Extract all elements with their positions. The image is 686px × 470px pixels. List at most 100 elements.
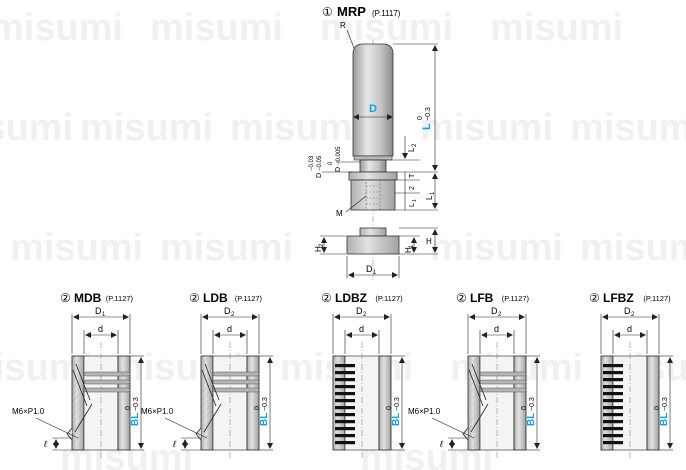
bushing-lube-passage: [74, 403, 93, 433]
bushing-bl-tol-upper: 0: [521, 406, 528, 410]
bushing-graphite-plug: [603, 413, 623, 417]
mrp-m-leader: [345, 195, 367, 213]
bushing-page-ref: (P.1127): [235, 294, 263, 303]
bushing-oil-groove: [479, 371, 527, 377]
bushing-lube-channel: [72, 363, 91, 407]
watermark-text: misumi: [230, 107, 363, 149]
bushing-section-hatch: [73, 357, 83, 449]
watermark-text: misumi: [490, 7, 623, 49]
mrp-l1-small-sub: 1: [412, 199, 418, 202]
mrp-l1-small-text: L 1: [409, 199, 418, 207]
bushing-bl-tol-upper: 0: [654, 406, 661, 410]
mrp-h2-label: H: [314, 246, 323, 252]
bushing-lube-passage: [470, 403, 489, 433]
mrp-pin-neck: [359, 159, 387, 173]
bushing-ell-label: ℓ: [43, 439, 47, 449]
bushing-page-ref: (P.1127): [106, 294, 134, 303]
mrp-dtol-d2: D: [335, 167, 342, 172]
bushing-thread-leader: [35, 417, 79, 439]
mrp-l1-big-text: L 1: [425, 191, 436, 200]
mrp-r-leader: [346, 29, 355, 49]
mrp-collar-body: [350, 179, 396, 211]
bushing-bl-tol-lower: −0.3: [394, 397, 401, 411]
bushing-section-hatch: [602, 357, 612, 449]
bushing-inner-label: d: [98, 324, 103, 334]
mrp-dtol-zero: 0: [328, 161, 334, 165]
watermark-text: misumi: [80, 107, 213, 149]
bushing-outer-sub: 2: [498, 312, 502, 318]
bushing-title: LDBZ: [335, 291, 367, 305]
bushing-right-wall: [117, 355, 131, 451]
bushing-graphite-plug: [603, 392, 623, 396]
bushing-oil-groove: [212, 371, 260, 377]
bushing-graphite-plug: [603, 399, 623, 403]
bushing-bl-label: BL: [391, 413, 402, 426]
bushing-graphite-plug: [603, 378, 623, 382]
mrp-h-label: H: [426, 237, 432, 246]
mrp-l2-text: L 2: [407, 143, 418, 152]
bushing-lube-channel: [201, 363, 220, 407]
bushing-oil-groove: [479, 379, 527, 385]
bushing-section-hatch: [469, 357, 479, 449]
bushing-right-wall: [246, 355, 260, 451]
mrp-pin-body: [352, 43, 394, 157]
mrp-l2-label: L: [407, 147, 416, 152]
bushing-page-ref: (P.1127): [643, 294, 671, 303]
bushing-outer-label: D: [224, 306, 231, 316]
mrp-base-boss: [359, 227, 387, 237]
bushing-lube-channel: [468, 363, 487, 407]
bushing-title: LFBZ: [603, 291, 634, 305]
bushing-graphite-plug: [603, 385, 623, 389]
bushing-graphite-plug: [335, 441, 355, 445]
bushing-graphite-plug: [335, 413, 355, 417]
bushing-thread-label: M6×P1.0: [12, 407, 45, 416]
bushing-ell-label: ℓ: [439, 439, 443, 449]
watermark-text: misumi: [430, 227, 563, 269]
bushing-graphite-plug: [603, 427, 623, 431]
bushing-graphite-plug: [603, 434, 623, 438]
mrp-l-tol-upper: 0: [417, 116, 424, 120]
mrp-d-label: D: [369, 103, 377, 115]
bushing-inner-label: d: [627, 324, 632, 334]
mrp-thread-lines: [366, 185, 380, 205]
bushing-oil-groove: [83, 387, 131, 393]
mrp-d1-label: D: [366, 264, 373, 274]
bushing-bl-text: BL−0.30: [654, 397, 670, 426]
bushing-index: ②: [456, 291, 467, 305]
watermark-text: misumi: [0, 107, 73, 149]
mrp-dtol-upper: −0.03: [309, 155, 315, 171]
bushing-section-hatch: [334, 357, 344, 449]
bushing-index: ②: [321, 291, 332, 305]
mrp-dtol-lower: −0.05: [317, 155, 323, 171]
mrp-d1-sub: 1: [373, 270, 377, 276]
watermark-text: misumi: [160, 227, 293, 269]
mrp-page-ref: (P.1117): [372, 9, 401, 18]
bushing-outer-label: D: [356, 306, 363, 316]
bushing-graphite-plug: [603, 364, 623, 368]
bushing-graphite-plug: [335, 364, 355, 368]
bushing-graphite-plug: [603, 441, 623, 445]
mrp-l-label: L: [421, 123, 433, 130]
bushing-page-ref: (P.1127): [502, 294, 530, 303]
bushing-oil-groove: [83, 379, 131, 385]
mrp-m-label: M: [336, 209, 343, 218]
bushing-outer-sub: 2: [231, 312, 235, 318]
bushing-bl-tol-upper: 0: [254, 406, 261, 410]
mrp-pin-chamfer: [353, 155, 393, 161]
mrp-t-label: T: [409, 173, 416, 178]
mrp-l1-small-label: L: [409, 203, 416, 207]
bushing-graphite-plug: [335, 371, 355, 375]
bushing-index: ②: [189, 291, 200, 305]
mrp-dtol-text-b: D 0 −0.005: [328, 146, 342, 172]
bushing-title: MDB: [74, 291, 102, 305]
mrp-l-text: L −0.3 0: [417, 107, 433, 130]
bushing-bl-tol-upper: 0: [125, 406, 132, 410]
bushing-thread-label: M6×P1.0: [141, 407, 174, 416]
bushing-bl-text: BL−0.30: [125, 397, 141, 426]
bushing-graphite-plug: [335, 420, 355, 424]
mrp-base-block: [346, 235, 400, 255]
mrp-collar-top: [348, 171, 398, 181]
bushing-graphite-plug: [335, 378, 355, 382]
